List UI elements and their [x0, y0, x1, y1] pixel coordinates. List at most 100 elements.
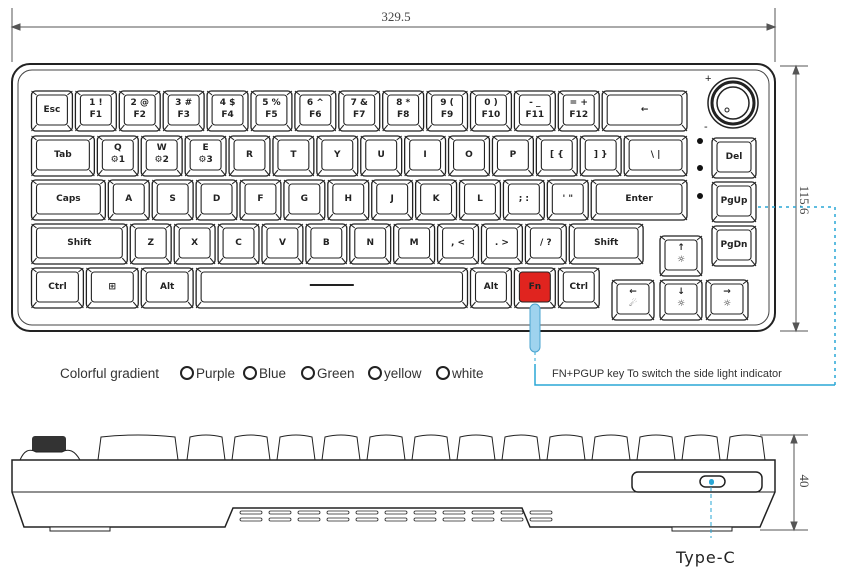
key-pgdn[interactable]: PgDn [711, 225, 757, 267]
key-semicolon[interactable]: ; : [502, 179, 545, 221]
side-keycap [456, 434, 496, 461]
key-d[interactable]: D [195, 179, 238, 221]
key-ralt[interactable]: Alt [469, 267, 513, 309]
key-lshift[interactable]: Shift [30, 223, 128, 265]
keycap-top [35, 183, 101, 215]
key-caps[interactable]: Caps [30, 179, 106, 221]
key-label: ☼ [677, 299, 685, 309]
key-q[interactable]: Q⚙1 [96, 135, 139, 177]
keycap-top [420, 183, 453, 215]
key-3[interactable]: 3 #F3 [162, 90, 205, 132]
key-backslash[interactable]: \ | [623, 135, 688, 177]
vent-slot [384, 517, 408, 522]
legend-option-green: Green [301, 366, 355, 381]
key-lbracket[interactable]: [ { [535, 135, 578, 177]
key-o[interactable]: O [447, 135, 491, 177]
key-g[interactable]: G [283, 179, 326, 221]
key-del[interactable]: Del [711, 137, 757, 179]
key-label: Caps [56, 194, 80, 204]
key-arrow-left[interactable]: ←☄ [611, 279, 655, 321]
key-win[interactable]: ⊞ [85, 267, 139, 309]
key-m[interactable]: M [393, 223, 436, 265]
key-rbracket[interactable]: ] } [579, 135, 622, 177]
keycap-top [200, 271, 464, 303]
key-6[interactable]: 6 ^F6 [294, 90, 337, 132]
key-7[interactable]: 7 &F7 [338, 90, 381, 132]
key-i[interactable]: I [403, 135, 447, 177]
keycap-top [518, 271, 551, 303]
key-comma[interactable]: , < [436, 223, 480, 265]
key-v[interactable]: V [261, 223, 304, 265]
key-w[interactable]: W⚙2 [140, 135, 183, 177]
key-x[interactable]: X [173, 223, 216, 265]
keycap-top [354, 227, 387, 259]
key-p[interactable]: P [491, 135, 535, 177]
key-label: D [213, 194, 220, 204]
width-dimension [10, 8, 777, 62]
key-r[interactable]: R [228, 135, 271, 177]
vent-slot [326, 510, 350, 515]
key-h[interactable]: H [327, 179, 370, 221]
key-8[interactable]: 8 *F8 [382, 90, 425, 132]
side-keycap [681, 434, 721, 461]
key-equal[interactable]: = +F12 [557, 90, 600, 132]
keycap-top [299, 94, 332, 126]
key-label: Shift [67, 238, 92, 248]
key-9[interactable]: 9 (F9 [425, 90, 469, 132]
key-minus[interactable]: - _F11 [513, 90, 556, 132]
key-fn[interactable]: Fn [513, 267, 556, 309]
key-0[interactable]: 0 )F10 [469, 90, 513, 132]
key-k[interactable]: K [414, 179, 458, 221]
side-keycap [501, 434, 541, 461]
fn-pointer [529, 303, 541, 353]
key-s[interactable]: S [151, 179, 194, 221]
key-1[interactable]: 1 !F1 [74, 90, 117, 132]
legend-option-white: white [436, 366, 484, 381]
key-2[interactable]: 2 @F2 [118, 90, 161, 132]
key-l[interactable]: L [458, 179, 502, 221]
keycap-top [244, 183, 277, 215]
key-rshift[interactable]: Shift [568, 223, 644, 265]
key-4[interactable]: 4 $F4 [206, 90, 249, 132]
key-slash[interactable]: / ? [524, 223, 567, 265]
key-period[interactable]: . > [480, 223, 524, 265]
key-backspace[interactable]: ← [601, 90, 688, 132]
vent-slot [297, 517, 321, 522]
key-tab[interactable]: Tab [30, 135, 95, 177]
key-rctrl[interactable]: Ctrl [557, 267, 600, 309]
side-keycap [636, 434, 676, 461]
key-t[interactable]: T [272, 135, 315, 177]
legend-option-label: Green [317, 366, 355, 381]
key-pgup[interactable]: PgUp [711, 181, 757, 223]
volume-knob[interactable] [707, 77, 759, 129]
side-keycap [231, 434, 271, 461]
key-j[interactable]: J [371, 179, 414, 221]
color-option-circle-icon [243, 366, 257, 380]
key-5[interactable]: 5 %F5 [250, 90, 293, 132]
key-y[interactable]: Y [316, 135, 359, 177]
key-arrow-right[interactable]: →☼ [705, 279, 749, 321]
key-label: PgDn [721, 240, 748, 250]
key-u[interactable]: U [360, 135, 403, 177]
key-e[interactable]: E⚙3 [184, 135, 227, 177]
legend-option-label: yellow [384, 366, 422, 381]
key-n[interactable]: N [349, 223, 392, 265]
side-light-indicator [697, 165, 703, 171]
key-b[interactable]: B [305, 223, 348, 265]
key-z[interactable]: Z [129, 223, 172, 265]
depth-label: 115.6 [797, 186, 812, 215]
key-arrow-up[interactable]: ↑☼ [659, 235, 703, 277]
key-quote[interactable]: ' " [546, 179, 589, 221]
key-arrow-down[interactable]: ↓☼ [659, 279, 703, 321]
key-label: ' " [562, 194, 573, 204]
key-label: N [366, 238, 374, 248]
key-c[interactable]: C [217, 223, 260, 265]
key-enter[interactable]: Enter [590, 179, 688, 221]
key-a[interactable]: A [107, 179, 150, 221]
key-lctrl[interactable]: Ctrl [30, 267, 85, 309]
key-lalt[interactable]: Alt [140, 267, 194, 309]
key-f[interactable]: F [239, 179, 282, 221]
key-esc[interactable]: Esc [30, 90, 74, 132]
key-space[interactable] [195, 267, 469, 309]
key-label: F2 [134, 110, 146, 120]
